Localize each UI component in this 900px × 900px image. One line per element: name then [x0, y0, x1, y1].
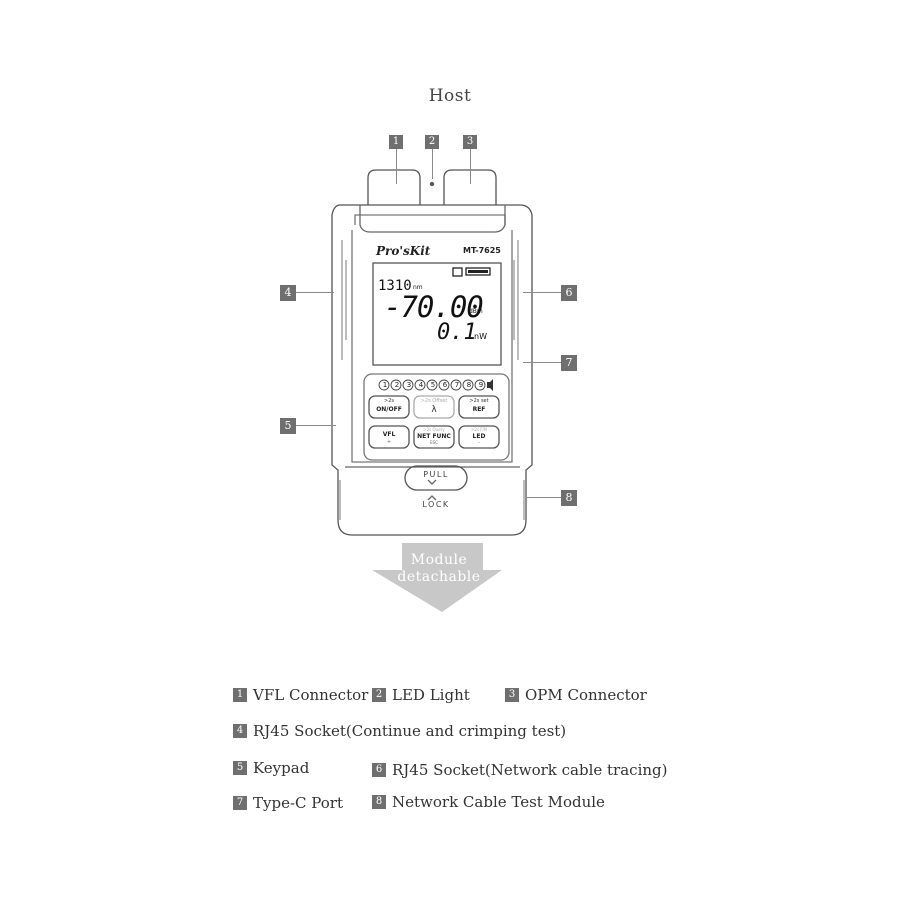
lcd-screen: [372, 262, 502, 366]
callout-8-leader: [527, 497, 561, 498]
callout-5-badge: 5: [280, 418, 296, 434]
legend-label: VFL Connector: [253, 686, 369, 704]
key-power-button[interactable]: ON/OFF: [376, 406, 402, 413]
key-netfunc-sub: ESC: [430, 440, 438, 445]
legend-item: 6 RJ45 Socket(Network cable tracing): [372, 761, 668, 779]
clock-icon: [452, 267, 463, 277]
legend-label: LED Light: [392, 686, 470, 704]
callout-6-leader: [523, 292, 561, 293]
key-led-sub: -: [478, 440, 480, 446]
legend-number: 5: [233, 761, 247, 775]
brand-logo: Pro'sKit: [376, 244, 431, 258]
callout-5-leader: [296, 425, 336, 426]
arrow-label-line1: Module: [410, 552, 468, 568]
lock-label: LOCK: [422, 500, 450, 509]
legend-number: 6: [372, 763, 386, 777]
key-netfunc-top: >2s Query: [423, 427, 445, 432]
legend-label: Keypad: [253, 759, 310, 777]
key-power-top: >2s: [384, 398, 394, 404]
legend-number: 3: [505, 688, 519, 702]
secondary-unit: nW: [474, 332, 487, 341]
buzzer-icon: [487, 379, 493, 391]
legend-item: 2 LED Light: [372, 686, 470, 704]
legend-item: 8 Network Cable Test Module: [372, 793, 605, 811]
legend-item: 4 RJ45 Socket(Continue and crimping test…: [233, 722, 566, 740]
callout-1-leader: [396, 149, 397, 184]
vfl-connector-shape: [367, 169, 421, 205]
legend-number: 8: [372, 795, 386, 809]
callout-3-leader: [470, 149, 471, 184]
legend-number: 4: [233, 724, 247, 738]
key-netfunc-button[interactable]: NET FUNC: [417, 433, 451, 440]
wavelength-unit: nm: [413, 284, 423, 291]
callout-2-leader: [432, 149, 433, 179]
key-ref-button[interactable]: REF: [472, 406, 486, 413]
callout-7-leader: [523, 362, 561, 363]
led-number: 8: [466, 381, 472, 389]
key-shape: [368, 395, 410, 419]
callout-8-badge: 8: [561, 490, 577, 506]
callout-7-badge: 7: [561, 355, 577, 371]
legend-label: RJ45 Socket(Continue and crimping test): [253, 722, 567, 740]
model-label: MT-7625: [463, 246, 501, 255]
legend-number: 2: [372, 688, 386, 702]
key-led-button[interactable]: LED: [472, 433, 486, 440]
legend-label: OPM Connector: [525, 686, 647, 704]
callout-4-badge: 4: [280, 285, 296, 301]
pull-label: PULL: [423, 470, 449, 479]
battery-icon: [465, 267, 491, 276]
key-lambda-button[interactable]: λ: [431, 405, 437, 415]
led-number: 2: [394, 381, 400, 389]
device-body: [331, 204, 533, 536]
led-number: 6: [442, 381, 448, 389]
secondary-value: 0.1: [437, 320, 477, 345]
led-light-dot: [429, 181, 435, 187]
key-led-top: >2s F/N: [471, 427, 487, 432]
key-vfl-button[interactable]: VFL: [382, 431, 396, 438]
led-number: 1: [382, 381, 388, 389]
led-number: 5: [430, 381, 436, 389]
legend-label: Network Cable Test Module: [392, 793, 605, 811]
callout-3-badge: 3: [463, 135, 477, 149]
led-indicator-row: 1 2 3 4 5 6 7 8 9: [379, 381, 487, 389]
led-number: 3: [406, 381, 412, 389]
key-ref-top: >2s set: [469, 398, 489, 404]
wavelength-value: 1310: [378, 278, 412, 294]
legend-item: 5 Keypad: [233, 759, 309, 777]
legend-number: 7: [233, 796, 247, 810]
power-unit: dBm: [469, 308, 483, 315]
key-lambda-top: >2s Offset: [420, 398, 448, 404]
callout-6-badge: 6: [561, 285, 577, 301]
pull-tab: [404, 465, 468, 491]
arrow-label-line2: detachable: [397, 569, 481, 585]
led-number: 4: [418, 381, 424, 389]
power-value: -70.00: [384, 290, 484, 324]
led-number: 9: [478, 381, 484, 389]
led-number: 7: [454, 381, 460, 389]
legend-label: Type-C Port: [253, 794, 343, 812]
diagram-title: Host: [428, 86, 472, 106]
callout-1-badge: 1: [389, 135, 403, 149]
legend-item: 1 VFL Connector: [233, 686, 368, 704]
callout-2-badge: 2: [425, 135, 439, 149]
legend-number: 1: [233, 688, 247, 702]
legend-item: 7 Type-C Port: [233, 794, 343, 812]
legend-label: RJ45 Socket(Network cable tracing): [392, 761, 668, 779]
legend-item: 3 OPM Connector: [505, 686, 647, 704]
callout-4-leader: [296, 292, 334, 293]
key-vfl-sub: +: [386, 439, 392, 445]
